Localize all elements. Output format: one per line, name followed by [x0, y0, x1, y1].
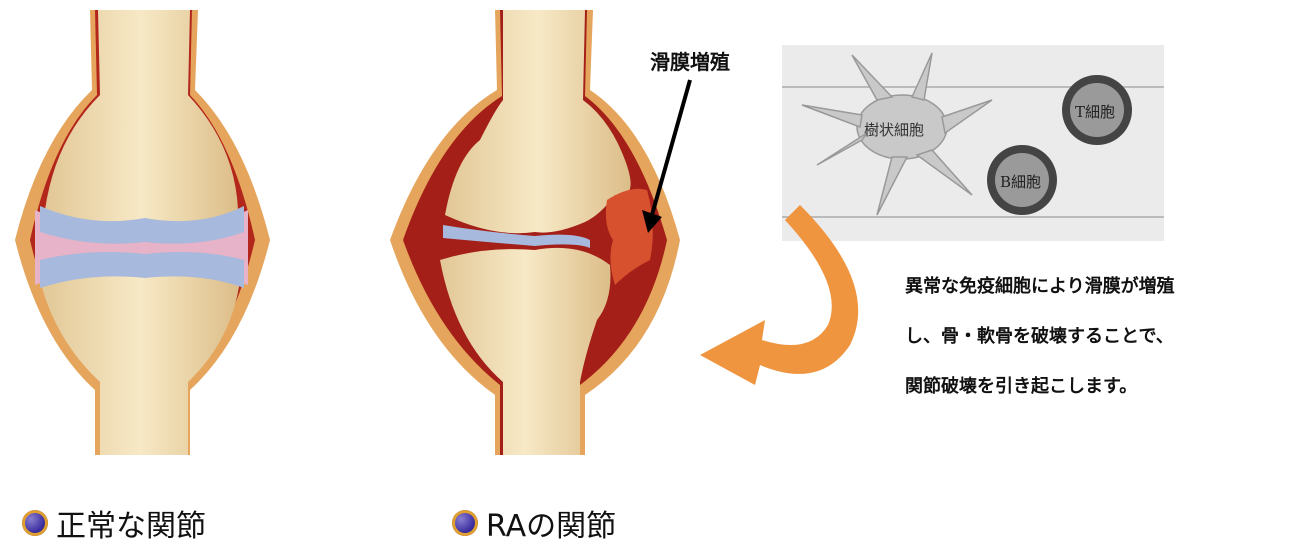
normal-joint-illustration: [0, 10, 290, 455]
description-text: 異常な免疫細胞により滑膜が増殖 し、骨・軟骨を破壊することで、 関節破壊を引き起…: [905, 278, 1285, 428]
caption-ra-joint: RAの関節: [452, 503, 616, 543]
bullet-icon: [452, 510, 478, 536]
dendritic-cell-label: 樹状細胞: [864, 119, 924, 140]
description-line-1: 異常な免疫細胞により滑膜が増殖: [905, 278, 1285, 296]
description-line-3: 関節破壊を引き起こします。: [905, 378, 1285, 396]
description-line-2: し、骨・軟骨を破壊することで、: [905, 328, 1285, 346]
bullet-icon: [22, 510, 48, 536]
caption-normal-joint: 正常な関節: [22, 503, 206, 543]
curved-arrow: [680, 195, 880, 395]
caption-ra-text: RAの関節: [486, 501, 616, 545]
t-cell-label: T細胞: [1075, 101, 1115, 122]
caption-normal-text: 正常な関節: [56, 501, 206, 545]
b-cell-label: B細胞: [1000, 171, 1041, 192]
synovium-proliferation-label: 滑膜増殖: [650, 46, 730, 75]
